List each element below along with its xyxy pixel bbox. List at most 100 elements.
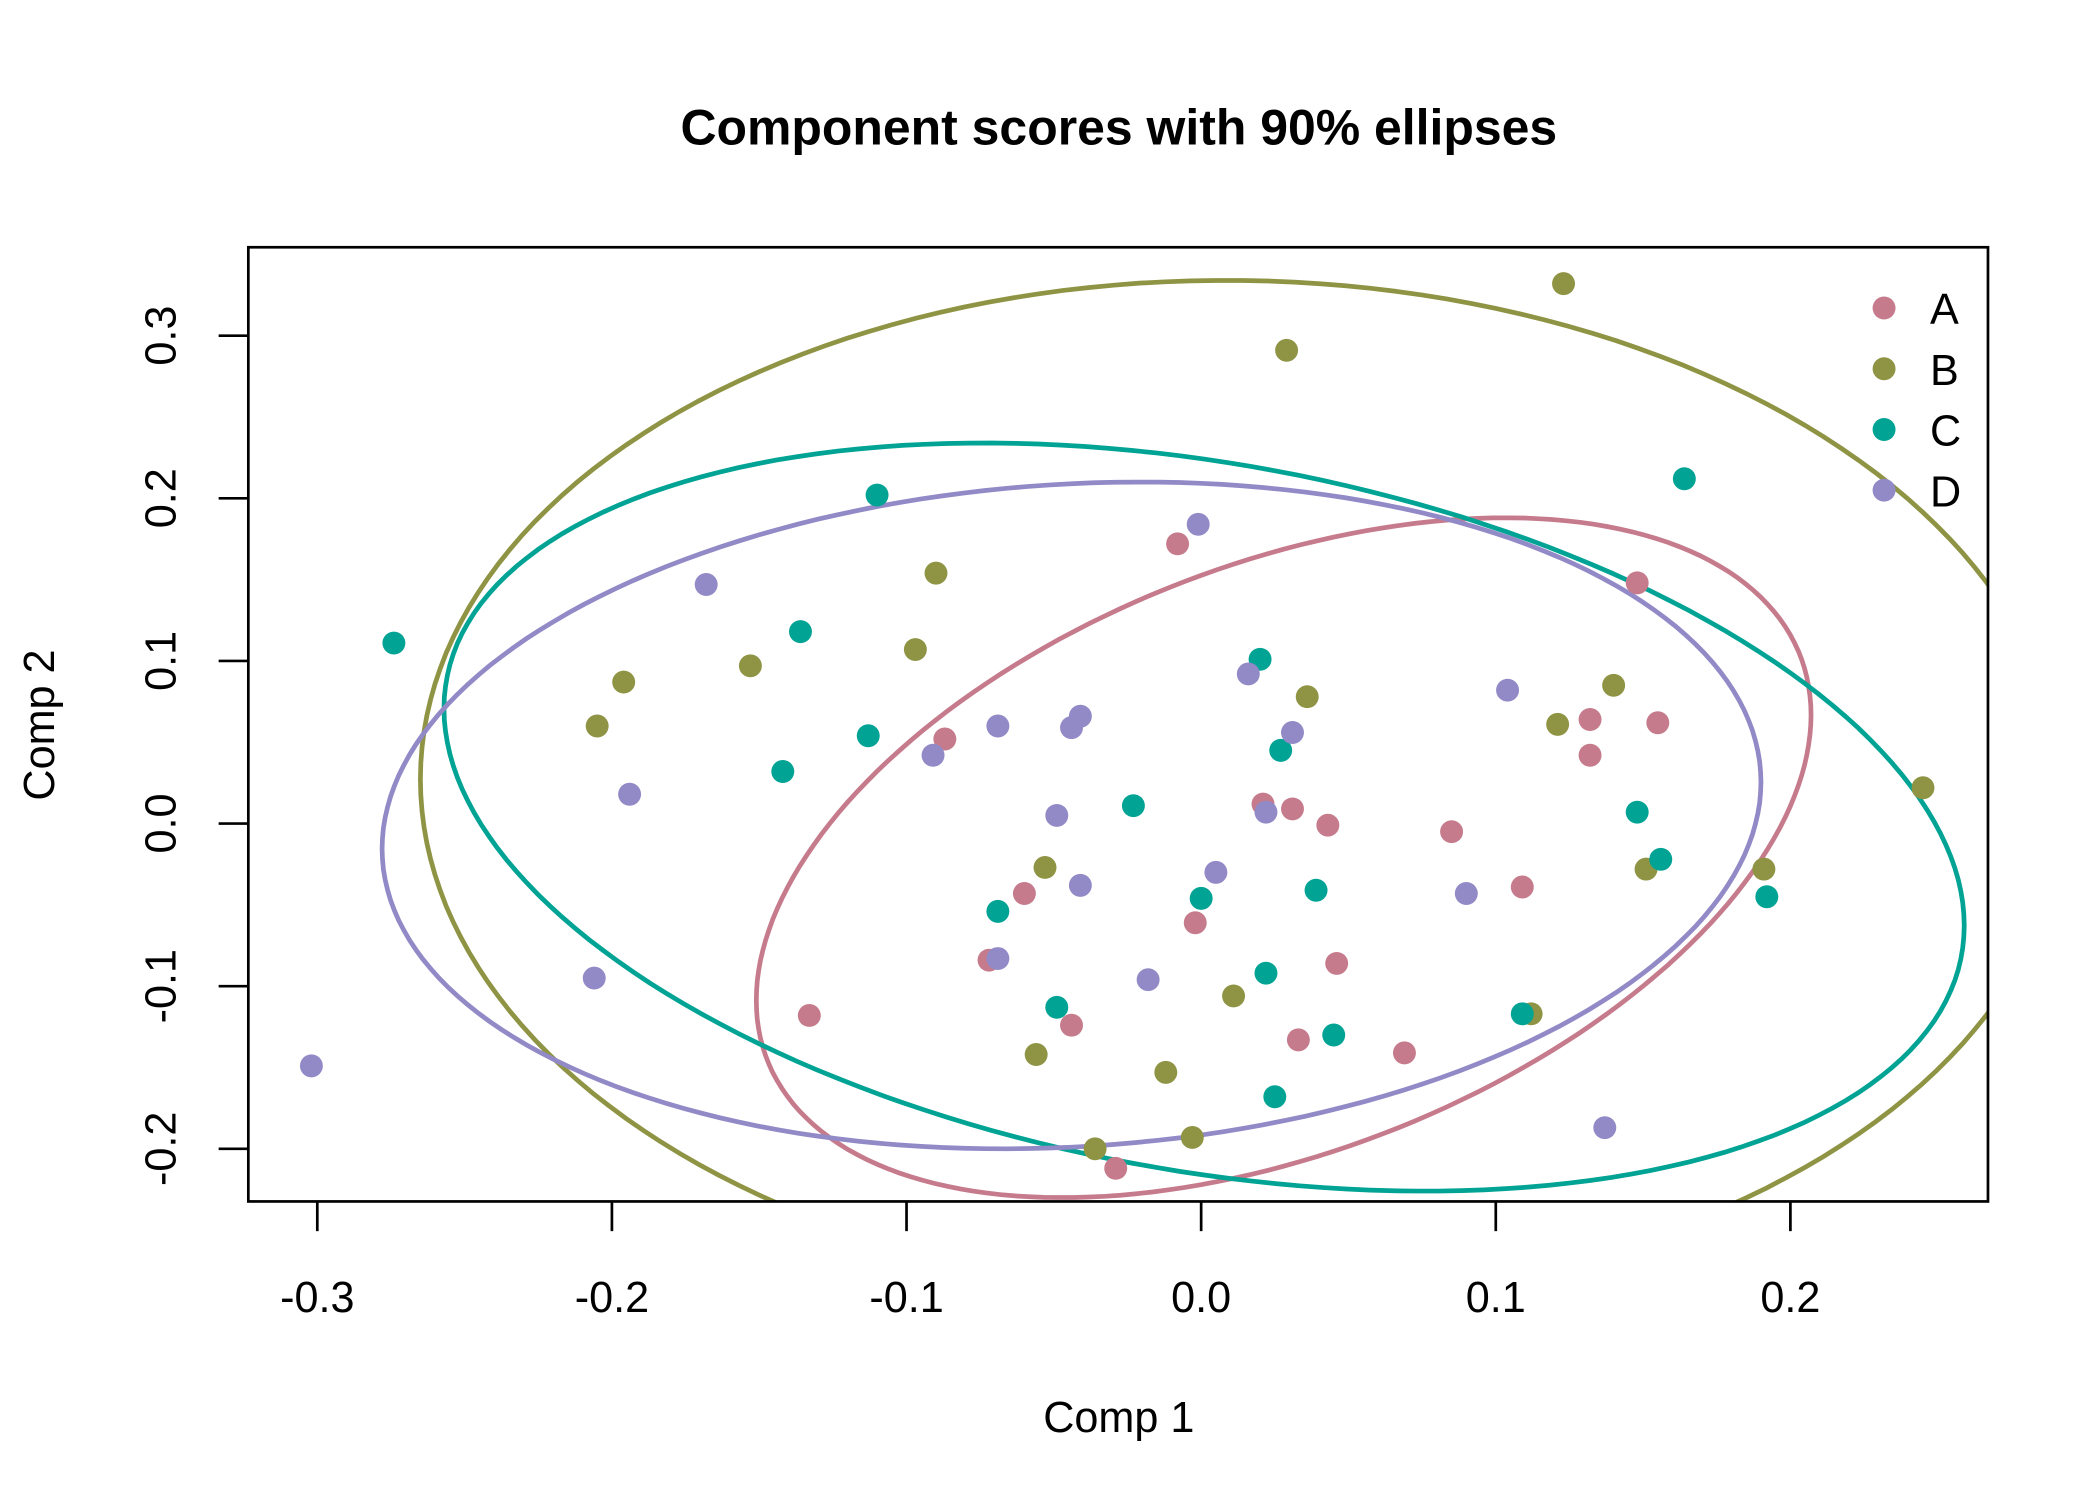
point-B <box>1024 1043 1048 1066</box>
plot-frame <box>246 245 1990 1203</box>
point-B <box>1222 984 1246 1008</box>
y-tick-label: 0.3 <box>137 306 185 366</box>
y-tick-label: 0.2 <box>137 468 185 528</box>
point-A <box>1286 1028 1310 1052</box>
point-A <box>933 727 957 751</box>
point-B <box>1546 712 1570 736</box>
point-B <box>1602 673 1626 697</box>
point-A <box>1578 708 1602 731</box>
point-A <box>1281 797 1304 821</box>
point-D <box>1236 662 1260 686</box>
point-B <box>1180 1125 1204 1149</box>
point-A <box>1510 875 1534 899</box>
x-tick-label: 0.2 <box>1760 1274 1820 1322</box>
point-C <box>1189 886 1213 910</box>
point-B <box>1552 272 1576 296</box>
legend-marker-B <box>1872 357 1896 381</box>
points-layer <box>299 272 1935 1180</box>
legend-label-C: C <box>1930 408 1961 456</box>
point-C <box>1625 800 1649 824</box>
point-D <box>986 947 1010 971</box>
y-tick-label: 0.1 <box>137 631 185 691</box>
point-C <box>1672 467 1696 491</box>
point-D <box>1254 800 1278 824</box>
point-B <box>903 638 927 662</box>
point-C <box>1269 738 1293 762</box>
x-tick-label: -0.3 <box>280 1274 354 1322</box>
point-D <box>1496 678 1520 702</box>
point-A <box>1183 911 1207 935</box>
point-D <box>1454 882 1478 905</box>
legend-label-B: B <box>1930 347 1959 395</box>
point-D <box>1045 803 1069 827</box>
point-B <box>1275 338 1299 362</box>
point-D <box>1204 860 1228 884</box>
legend-label-D: D <box>1930 468 1961 516</box>
legend-marker-C <box>1872 417 1896 441</box>
point-C <box>771 760 795 783</box>
point-D <box>1281 721 1304 744</box>
y-axis: -0.2-0.10.00.10.20.3 <box>137 306 249 1186</box>
point-C <box>1755 885 1779 909</box>
point-A <box>1646 711 1670 735</box>
y-tick-label: 0.0 <box>137 794 185 854</box>
point-C <box>382 631 406 655</box>
point-C <box>1263 1085 1287 1109</box>
point-C <box>865 483 889 507</box>
point-B <box>1911 776 1935 800</box>
point-D <box>299 1054 323 1078</box>
x-tick-label: -0.1 <box>869 1274 943 1322</box>
point-A <box>1060 1013 1083 1037</box>
x-tick-label: 0.0 <box>1171 1274 1231 1322</box>
point-C <box>1045 995 1069 1019</box>
point-A <box>1392 1041 1416 1065</box>
point-A <box>797 1003 821 1027</box>
y-axis-label: Comp 2 <box>16 649 64 800</box>
ellipse-A <box>753 515 1814 1200</box>
ellipse-B <box>418 278 1988 1202</box>
point-A <box>1578 743 1602 767</box>
y-tick-label: -0.2 <box>137 1112 185 1186</box>
point-B <box>1295 685 1319 709</box>
point-D <box>1060 716 1083 740</box>
point-C <box>1121 794 1145 818</box>
point-C <box>1322 1023 1346 1047</box>
point-C <box>856 724 880 748</box>
legend-marker-A <box>1872 296 1896 320</box>
point-B <box>1083 1137 1107 1161</box>
ellipse-layer <box>379 278 1988 1202</box>
ellipse-C <box>441 440 1967 1194</box>
point-B <box>585 714 609 738</box>
point-C <box>1254 961 1278 985</box>
point-A <box>1012 882 1036 905</box>
point-C <box>1510 1002 1534 1026</box>
point-C <box>986 899 1010 923</box>
point-B <box>924 561 948 585</box>
x-axis-label: Comp 1 <box>1043 1394 1194 1442</box>
point-D <box>986 714 1010 738</box>
point-D <box>1068 873 1092 897</box>
point-A <box>1440 820 1464 844</box>
legend-label-A: A <box>1930 286 1959 334</box>
ellipse-D <box>379 479 1764 1152</box>
legend-marker-D <box>1872 478 1896 502</box>
point-A <box>1166 532 1190 556</box>
point-A <box>1625 571 1649 595</box>
point-D <box>1136 968 1160 992</box>
point-A <box>1316 813 1340 837</box>
point-D <box>1593 1116 1617 1140</box>
point-B <box>1154 1060 1178 1084</box>
point-A <box>1325 951 1349 975</box>
point-D <box>582 966 606 990</box>
point-C <box>789 620 812 644</box>
point-C <box>1649 847 1673 871</box>
point-B <box>1033 855 1057 879</box>
point-D <box>1186 512 1210 536</box>
point-D <box>694 573 718 596</box>
x-tick-label: -0.2 <box>575 1274 649 1322</box>
point-D <box>921 743 945 767</box>
point-C <box>1304 878 1328 902</box>
